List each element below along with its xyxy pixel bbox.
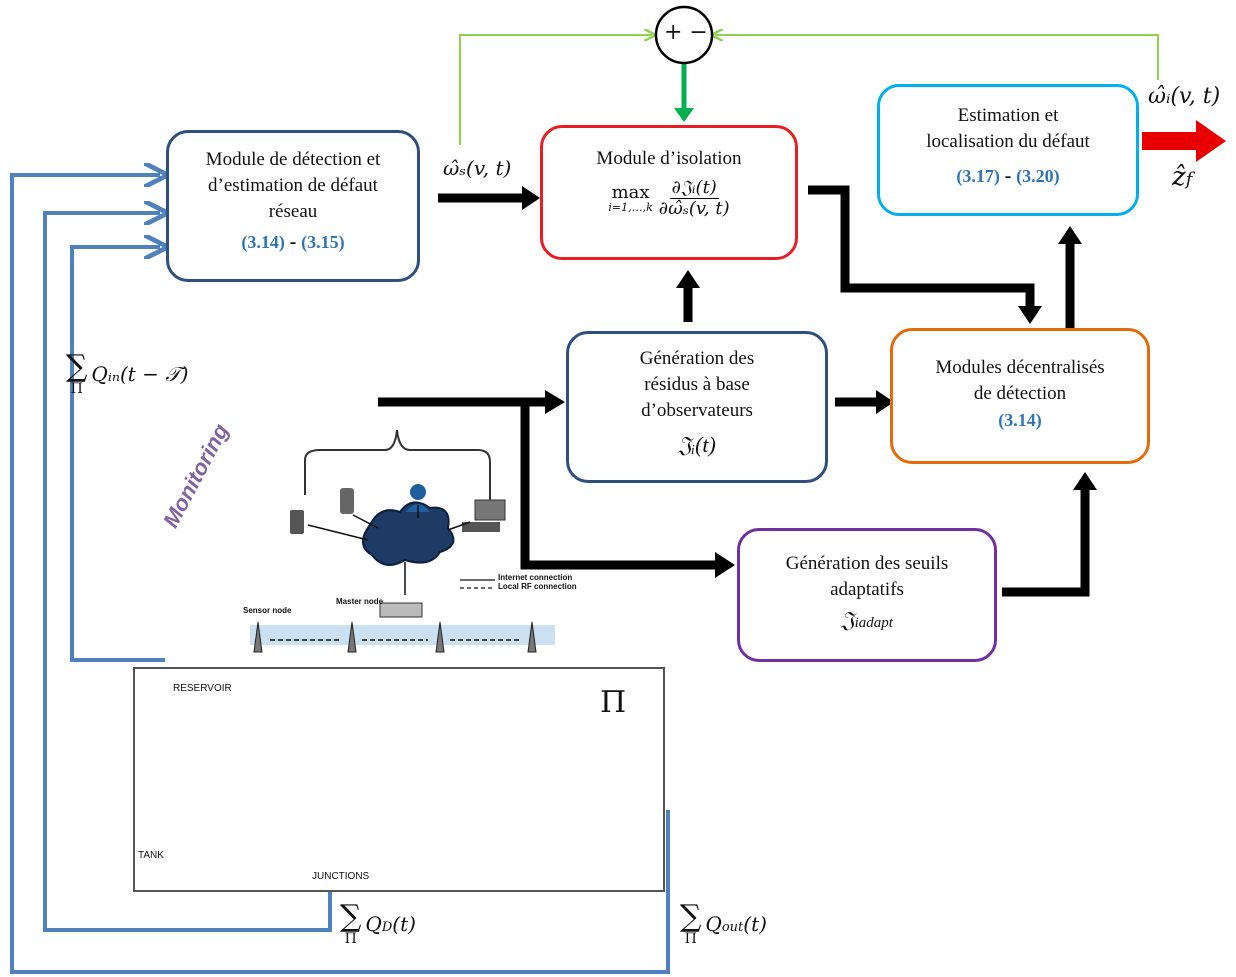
estimation-sep: -	[1004, 165, 1012, 187]
sensor-node-label: Sensor node	[243, 606, 292, 615]
z-f-symbol: ẑ	[1172, 162, 1186, 192]
sigma-under: Π	[70, 381, 83, 397]
detection-ref-a: (3.14)	[241, 232, 285, 252]
isolation-op-sub: i=1,…,k	[608, 200, 653, 214]
black-flow-arrows	[378, 185, 1090, 597]
decentral-ref: (3.14)	[998, 410, 1042, 430]
isolation-op: max	[611, 181, 650, 203]
omega-i-label: ω̂ᵢ(v, t)	[1148, 84, 1221, 109]
junctions-label: JUNCTIONS	[312, 871, 370, 882]
estimation-line2: localisation du défaut	[926, 131, 1090, 152]
blue-feedback-lines	[10, 175, 670, 974]
sigma-under: Π	[684, 931, 697, 947]
sum-qd-arg: (t)	[392, 912, 416, 936]
isolation-title: Module d’isolation	[596, 148, 742, 169]
sum-qout-arg: (t)	[743, 912, 767, 936]
legend-local: Local RF connection	[498, 582, 577, 591]
sum-qin-label: ∑Π Qᵢₙ(t − 𝒯)	[66, 349, 189, 397]
detection-sep: -	[289, 231, 297, 253]
seuils-symbol-sub: iadapt	[854, 615, 893, 631]
detection-line2: d’estimation de défaut	[208, 175, 378, 196]
sum-qout-q: Q	[705, 912, 722, 936]
estimation-ref-b: (3.20)	[1016, 166, 1060, 186]
estimation-line1: Estimation et	[957, 105, 1059, 126]
adaptive-thresholds-box: Génération des seuils adaptatifs 𝔍iadapt	[737, 528, 997, 662]
sigma-symbol: ∑	[680, 899, 702, 934]
residus-line1: Génération des	[639, 348, 755, 369]
decentralized-detection-box: Modules décentralisés de détection (3.14…	[890, 328, 1150, 464]
decentral-line1: Modules décentralisés	[935, 357, 1105, 378]
estimation-module-box: Estimation et localisation du défaut (3.…	[877, 84, 1139, 216]
sum-qd-label: ∑Π QD(t)	[340, 899, 416, 947]
residus-line2: résidus à base	[644, 374, 750, 395]
z-f-sub: f	[1185, 169, 1193, 190]
sigma-under: Π	[344, 931, 357, 947]
detection-line3: réseau	[268, 201, 318, 222]
detection-ref-b: (3.15)	[301, 232, 345, 252]
estimation-ref-a: (3.17)	[956, 166, 1000, 186]
output-arrow	[1142, 120, 1226, 162]
z-f-label: ẑf	[1172, 162, 1192, 192]
residual-generation-box: Génération des résidus à base d’observat…	[566, 331, 828, 483]
monitoring-illustration	[250, 429, 555, 653]
reservoir-label: RESERVOIR	[173, 683, 232, 694]
comparator-circle	[654, 5, 714, 65]
seuils-symbol: 𝔍	[841, 607, 855, 632]
seuils-line1: Génération des seuils	[785, 553, 949, 574]
master-node-label: Master node	[336, 597, 384, 606]
isolation-numerator: ∂𝔍ᵢ(t)	[669, 177, 719, 199]
sum-qd-sub: D	[381, 920, 393, 935]
isolation-module-box: Module d’isolation max i=1,…,k ∂𝔍ᵢ(t) ∂ω…	[540, 125, 798, 260]
green-feedback-lines	[459, 35, 1159, 145]
detection-line1: Module de détection et	[205, 149, 381, 170]
detection-module-box: Module de détection et d’estimation de d…	[166, 130, 420, 282]
sigma-symbol: ∑	[66, 349, 88, 384]
sum-qin-expression: Qᵢₙ(t − 𝒯)	[91, 362, 189, 386]
decentral-line2: de détection	[973, 383, 1067, 404]
residus-line3: d’observateurs	[641, 400, 753, 421]
comparator-label: + −	[664, 20, 708, 45]
tank-label: TANK	[138, 850, 164, 861]
sigma-symbol: ∑	[340, 899, 362, 934]
seuils-line2: adaptatifs	[830, 579, 904, 600]
isolation-denominator: ∂ω̂ₛ(v, t)	[658, 197, 730, 219]
omega-s-label: ω̂ₛ(v, t)	[443, 156, 512, 180]
sum-qout-sub: out	[721, 920, 744, 935]
sum-qd-q: Q	[365, 912, 382, 936]
network-panel	[133, 667, 665, 892]
sum-qout-label: ∑Π Qout(t)	[680, 899, 767, 947]
residus-symbol: 𝔍ᵢ(t)	[678, 432, 716, 457]
network-pi-label: Π	[600, 685, 627, 720]
legend-internet: Internet connection	[498, 573, 573, 582]
